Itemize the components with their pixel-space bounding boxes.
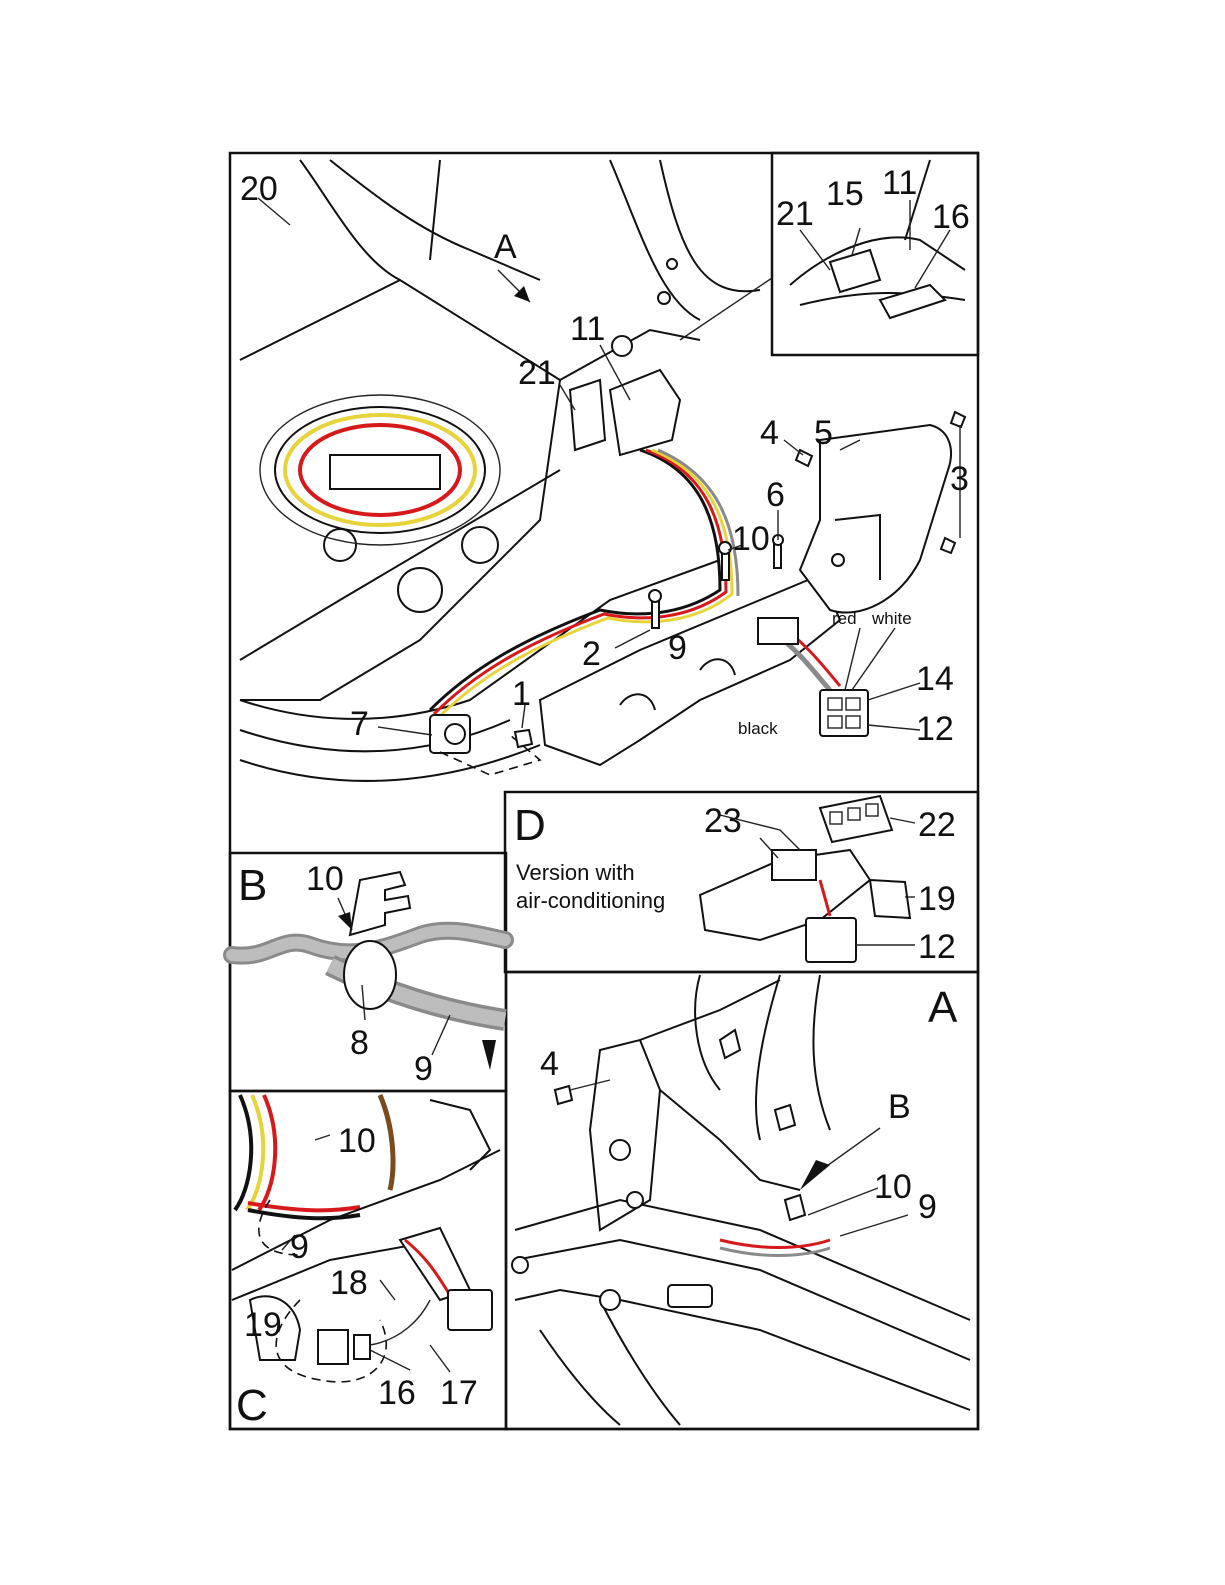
panel-b-callout-10: 10 — [306, 860, 344, 898]
panel-d-note-line2: air-conditioning — [516, 888, 665, 913]
callout-20: 20 — [240, 170, 278, 208]
panel-a-view-arrow-b: B — [888, 1088, 911, 1126]
panel-a-callout-9: 9 — [918, 1188, 937, 1226]
panel-d-note-line1: Version with — [516, 860, 635, 885]
panel-d-callout-22: 22 — [918, 806, 956, 844]
wire-label-white: white — [871, 609, 912, 628]
inset-callout-16: 16 — [932, 198, 970, 236]
panel-c-callout-17: 17 — [440, 1374, 478, 1412]
inset-top-artwork: 21 15 11 16 — [776, 160, 970, 318]
view-arrow-a: A — [494, 228, 517, 266]
panel-d-callout-19: 19 — [918, 880, 956, 918]
callout-3: 3 — [950, 460, 969, 498]
panel-c-callout-16: 16 — [378, 1374, 416, 1412]
callout-4: 4 — [760, 414, 779, 452]
panel-a-letter: A — [928, 983, 958, 1032]
panel-d-letter: D — [514, 801, 546, 850]
panel-c-callout-10: 10 — [338, 1122, 376, 1160]
panel-d-callout-12: 12 — [918, 928, 956, 966]
callout-2: 2 — [582, 635, 601, 673]
panel-c-callout-18: 18 — [330, 1264, 368, 1302]
callout-11: 11 — [570, 310, 605, 348]
panel-b-artwork: B 10 8 9 — [232, 860, 505, 1088]
wire-label-red: red — [832, 609, 857, 628]
inset-callout-11: 11 — [882, 164, 917, 202]
callout-7: 7 — [350, 705, 369, 743]
inset-callout-21: 21 — [776, 195, 814, 233]
callout-14: 14 — [916, 660, 954, 698]
panel-c-callout-9: 9 — [290, 1228, 309, 1266]
panel-a-artwork: A 4 B 10 9 — [512, 975, 970, 1425]
panel-c-artwork: C 10 9 18 19 16 17 — [232, 1095, 500, 1430]
callout-6: 6 — [766, 476, 785, 514]
inset-top-frame — [772, 153, 978, 355]
panel-c-letter: C — [236, 1381, 268, 1430]
panel-b-letter: B — [238, 861, 267, 910]
callout-12: 12 — [916, 710, 954, 748]
panel-a-callout-10: 10 — [874, 1168, 912, 1206]
callout-1: 1 — [512, 675, 531, 713]
inset-callout-15: 15 — [826, 175, 864, 213]
panel-b-callout-8: 8 — [350, 1024, 369, 1062]
callout-5: 5 — [814, 414, 833, 452]
panel-a-callout-4: 4 — [540, 1045, 559, 1083]
panel-d-artwork: D Version with air-conditioning 23 22 19… — [514, 796, 956, 966]
panel-b-callout-9: 9 — [414, 1050, 433, 1088]
callout-10: 10 — [732, 520, 770, 558]
callout-21: 21 — [518, 354, 556, 392]
panel-d-callout-23: 23 — [704, 802, 742, 840]
wire-label-black: black — [738, 719, 778, 738]
callout-9: 9 — [668, 629, 687, 667]
panel-c-callout-19: 19 — [244, 1306, 282, 1344]
